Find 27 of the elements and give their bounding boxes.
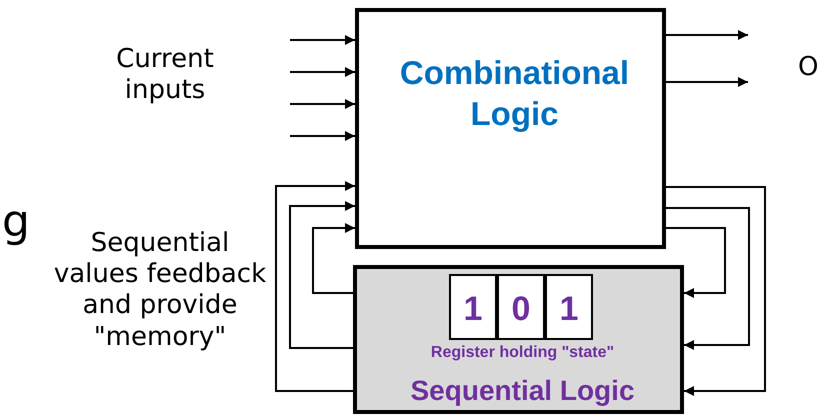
note-text: Sequential values feedback and provide "memory" (52, 228, 268, 353)
arrow (312, 223, 355, 294)
block-title: Sequential Logic (409, 374, 636, 408)
block-title: Combinational Logic (398, 53, 630, 134)
arrow (666, 207, 750, 350)
register-caption: Register holding "state" (430, 343, 616, 363)
arrow (666, 30, 748, 40)
arrow (666, 186, 766, 396)
arrow (290, 131, 355, 141)
register-cell (497, 274, 545, 340)
arrow (275, 181, 355, 392)
register-cell (449, 274, 497, 340)
arrow (666, 77, 748, 87)
process-box (355, 8, 666, 249)
bit-value: 0 (510, 289, 532, 330)
register-cell (545, 274, 593, 340)
note-text: O (798, 52, 819, 84)
arrow (289, 201, 355, 349)
arrow (290, 99, 355, 109)
bit-value: 1 (558, 289, 580, 330)
note-text: g (2, 196, 31, 249)
arrow (666, 227, 726, 298)
process-box (353, 265, 684, 414)
note-text: Current inputs (115, 44, 215, 106)
arrow (290, 35, 355, 45)
arrow (290, 67, 355, 77)
bit-value: 1 (462, 289, 484, 330)
